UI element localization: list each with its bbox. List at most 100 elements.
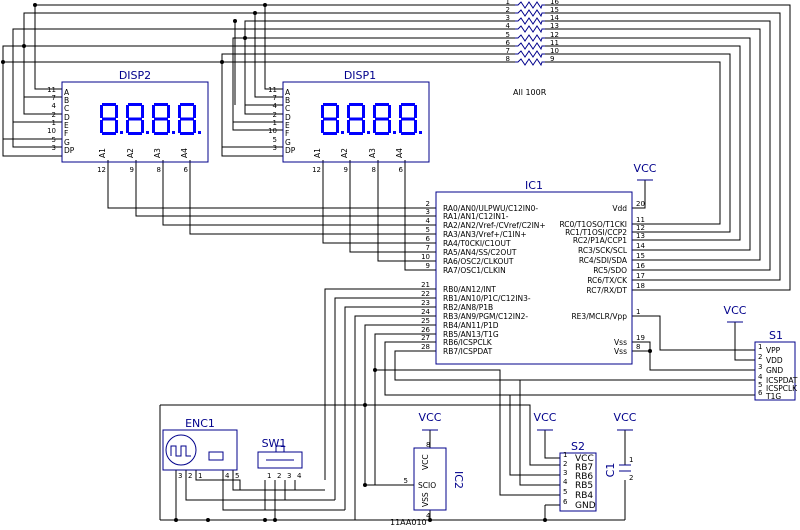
disp1-pin-name: B xyxy=(285,96,290,105)
ic1-pin-name: Vss xyxy=(614,347,627,356)
ic1-pin-name: RA1/AN1/C12IN1- xyxy=(443,212,509,221)
disp2-pin-name: E xyxy=(64,121,69,130)
s1-pin-name: GND xyxy=(766,366,783,375)
ic1-pin-name: RB0/AN12/INT xyxy=(443,285,496,294)
s1-pin-num: 1 xyxy=(758,343,762,351)
c1-pin-1: 1 xyxy=(629,456,633,464)
disp1-pin-num: 5 xyxy=(273,136,277,144)
resistor xyxy=(515,42,545,51)
ic1-pin-num: 27 xyxy=(421,334,430,342)
c1-pin-2: 2 xyxy=(629,474,633,482)
seven-seg-digit xyxy=(399,103,422,135)
disp1-pin-name: E xyxy=(285,121,290,130)
vcc-symbols: VCC VCC VCC VCC VCC xyxy=(419,162,747,431)
s2-pin-num: 1 xyxy=(563,451,567,459)
ic1-pin-num: 3 xyxy=(426,208,430,216)
vcc-ic2-label: VCC xyxy=(419,411,442,424)
vcc-ic1-label: VCC xyxy=(634,162,657,175)
c1-label: C1 xyxy=(604,463,617,478)
disp2-pin-num: 2 xyxy=(52,111,56,119)
rnet-pin-right: 12 xyxy=(550,31,559,39)
disp2-pin-name: A4 xyxy=(180,148,189,158)
enc1-pin-num: 5 xyxy=(235,472,239,480)
enc1-label: ENC1 xyxy=(185,417,215,430)
s2-pin-num: 2 xyxy=(563,460,567,468)
s1-pin-num: 4 xyxy=(758,373,763,381)
disp1-digits xyxy=(321,103,422,135)
disp1-pin-name: A4 xyxy=(395,148,404,158)
ic1-pin-name: RA0/AN0/ULPWU/C12IN0- xyxy=(443,204,538,213)
ic1-pin-name: RB6/ICSPCLK xyxy=(443,338,493,347)
ic1-pin-name: RC1/T1OSI/CCP2 xyxy=(565,228,627,237)
ic1-pin-name: RB1/AN10/P1C/C12IN3- xyxy=(443,294,531,303)
ic1-pin-num: 12 xyxy=(636,224,645,232)
resistor xyxy=(515,58,545,67)
disp1-pin-name: C xyxy=(285,104,290,113)
s1-pin-num: 2 xyxy=(758,353,762,361)
ic1-pin-name: RB3/AN9/PGM/C12IN2- xyxy=(443,312,528,321)
ic1-pin-num: 28 xyxy=(421,343,430,351)
ic2-pin-name: VSS xyxy=(421,492,430,507)
sw1-pin-num: 3 xyxy=(287,472,291,480)
s2-pin-num: 6 xyxy=(563,498,568,506)
disp1-pin-num: 12 xyxy=(312,166,321,174)
ic1-pin-name: RB7/ICSPDAT xyxy=(443,347,493,356)
disp2-pin-name: DP xyxy=(64,146,75,155)
ic1-pin-name: RA4/T0CKI/C1OUT xyxy=(443,239,511,248)
rnet-pin-right: 16 xyxy=(550,0,559,6)
disp2-pin-name: B xyxy=(64,96,69,105)
ic2-pin-name: SCIO xyxy=(418,481,436,490)
s1-pin-num: 6 xyxy=(758,389,763,397)
rnet-pin-right: 10 xyxy=(550,47,559,55)
ic2-label: IC2 xyxy=(452,471,465,489)
ic2-pin-num: 5 xyxy=(404,477,408,485)
ic1-pin-num: 13 xyxy=(636,232,645,240)
disp2-pin-num: 1 xyxy=(52,119,56,127)
vcc-s1-label: VCC xyxy=(724,304,747,317)
ic1-pin-num: 5 xyxy=(426,226,430,234)
disp2-pin-num: 6 xyxy=(184,166,189,174)
disp1-pin-name: DP xyxy=(285,146,296,155)
ic1-pin-num: 18 xyxy=(636,282,645,290)
ic1-pin-name: RA2/AN2/Vref-/CVref/C2IN+ xyxy=(443,221,546,230)
ic1-label: IC1 xyxy=(525,179,543,192)
disp2-pin-name: G xyxy=(64,138,70,147)
disp2-pin-name: D xyxy=(64,113,70,122)
s2-pin-num: 4 xyxy=(563,478,568,486)
disp1-label: DISP1 xyxy=(344,69,376,82)
s1-pin-name: ICSPDAT xyxy=(766,376,798,385)
ic1-pin-num: 25 xyxy=(421,317,430,325)
s1-pin-name: ICSPCLK xyxy=(766,384,798,393)
disp1-pin-name: A2 xyxy=(340,148,349,158)
ic2-pin-num: 4 xyxy=(426,512,431,520)
resistor xyxy=(515,1,545,10)
encoder-knob-icon xyxy=(165,434,197,466)
disp2-pin-name: C xyxy=(64,104,69,113)
rnet-pin-left: 8 xyxy=(506,55,510,63)
disp1-pin-name: F xyxy=(285,129,289,138)
ic1-pin-name: RC4/SDI/SDA xyxy=(579,256,628,265)
disp1-pin-num: 2 xyxy=(273,111,277,119)
ic1-pin-name: RA7/OSC1/CLKIN xyxy=(443,266,506,275)
ic1-pin-name: RC2/P1A/CCP1 xyxy=(573,236,627,245)
resistor xyxy=(515,50,545,59)
s1-pin-name: VPP xyxy=(766,346,781,355)
disp2-pin-num: 12 xyxy=(97,166,106,174)
vcc-c1: VCC xyxy=(614,411,637,431)
rnet-pin-right: 11 xyxy=(550,39,559,47)
ic1-pin-num: 11 xyxy=(636,216,645,224)
ic1-pin-num: 23 xyxy=(421,299,430,307)
seven-seg-digit xyxy=(373,103,396,135)
ic1-pin-name: RA6/OSC2/CLKOUT xyxy=(443,257,514,266)
